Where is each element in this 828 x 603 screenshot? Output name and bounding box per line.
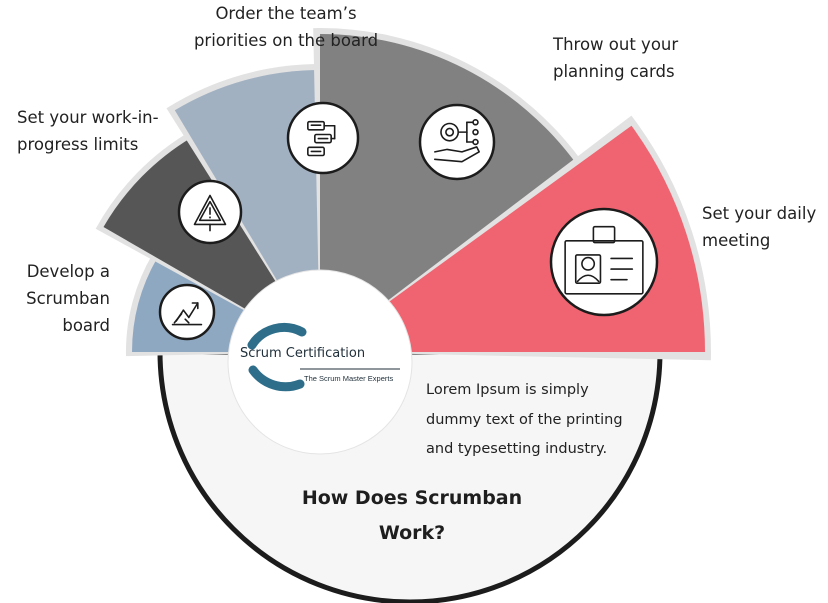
chart-trend-icon <box>158 283 216 341</box>
logo-tagline: The Scrum Master Experts <box>304 374 394 383</box>
logo-circle <box>227 269 413 455</box>
flowchart-icon <box>286 101 360 175</box>
id-badge-icon <box>549 207 659 317</box>
gear-hand-icon <box>418 103 496 181</box>
fan-segment-planning-cards <box>320 33 578 353</box>
warning-icon <box>177 179 243 245</box>
logo-mark <box>247 322 400 392</box>
logo-name: Scrum Certification <box>240 346 366 361</box>
step-label-wip-limits: Set your work-in-progress limits <box>17 108 159 154</box>
icon-badges <box>158 101 659 341</box>
